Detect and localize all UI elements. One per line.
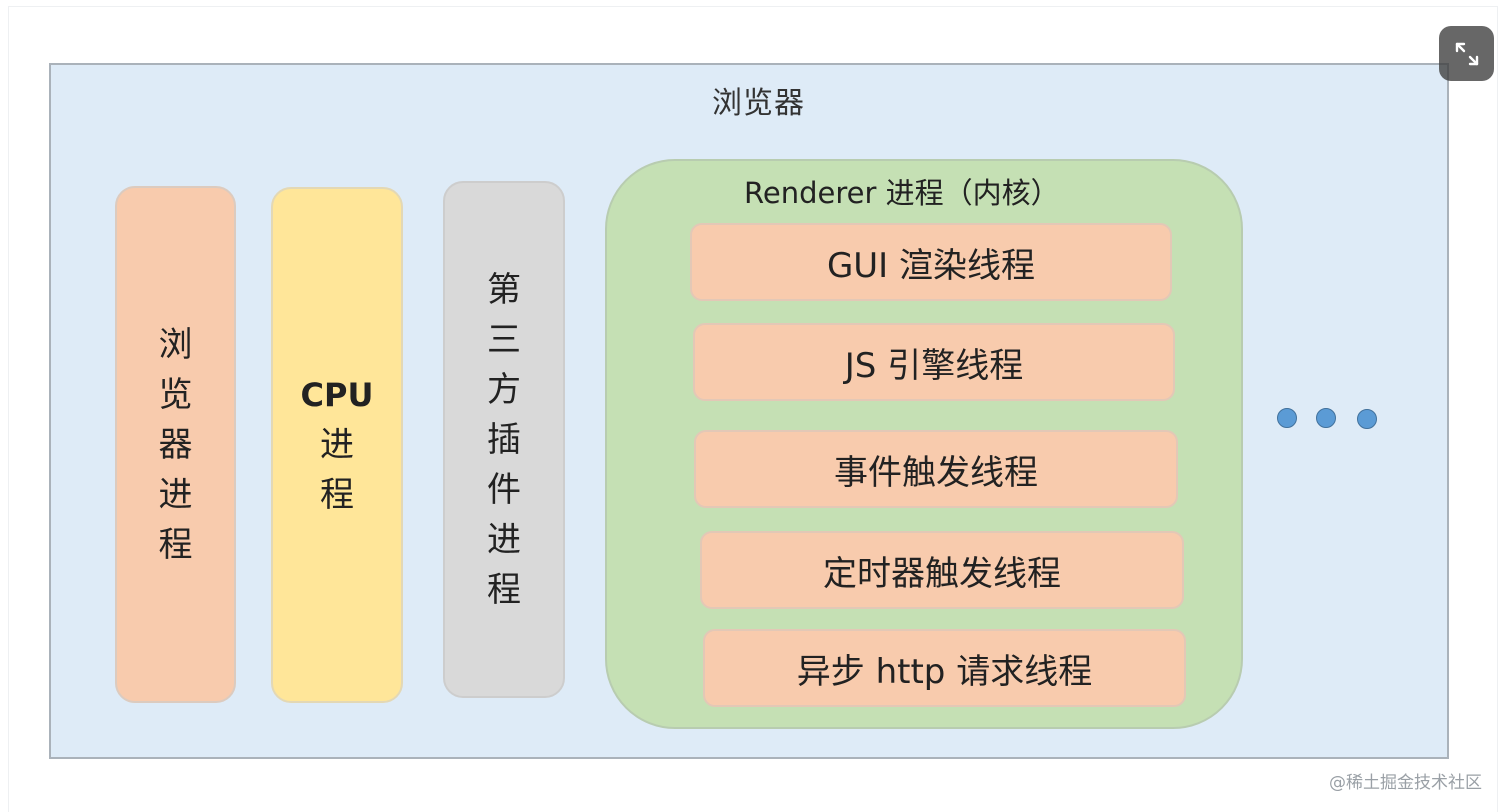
thread-async-http: 异步 http 请求线程 bbox=[703, 629, 1186, 707]
browser-process-char: 览 bbox=[158, 374, 193, 415]
thread-event-trigger: 事件触发线程 bbox=[694, 430, 1178, 508]
browser-title: 浏览器 bbox=[712, 86, 805, 121]
cpu-process-char: 程 bbox=[320, 475, 354, 515]
plugin-process-box: 第 三 方 插 件 进 程 bbox=[443, 181, 565, 698]
plugin-process-char: 程 bbox=[487, 569, 521, 610]
cpu-process-box: CPU 进 程 bbox=[271, 187, 403, 703]
ellipsis-dot-icon bbox=[1277, 408, 1297, 428]
plugin-process-char: 三 bbox=[487, 319, 521, 360]
expand-button[interactable] bbox=[1439, 26, 1494, 81]
thread-timer-trigger: 定时器触发线程 bbox=[700, 531, 1184, 609]
browser-process-char: 程 bbox=[158, 524, 193, 565]
thread-gui-render: GUI 渲染线程 bbox=[690, 223, 1172, 301]
plugin-process-char: 第 bbox=[487, 269, 521, 310]
ellipsis-dot-icon bbox=[1357, 409, 1377, 429]
plugin-process-char: 插 bbox=[487, 419, 521, 460]
thread-js-engine: JS 引擎线程 bbox=[693, 323, 1175, 401]
plugin-process-char: 方 bbox=[487, 369, 521, 410]
browser-process-box: 浏 览 器 进 程 bbox=[115, 186, 236, 703]
expand-icon bbox=[1455, 42, 1478, 65]
browser-process-char: 浏 bbox=[158, 324, 193, 365]
ellipsis-dot-icon bbox=[1316, 408, 1336, 428]
renderer-title: Renderer 进程（内核） bbox=[744, 176, 1060, 210]
image-frame bbox=[8, 6, 1498, 812]
cpu-process-char: 进 bbox=[320, 425, 354, 465]
plugin-process-char: 进 bbox=[487, 519, 521, 560]
cpu-process-head: CPU bbox=[300, 376, 374, 414]
watermark: @稀土掘金技术社区 bbox=[1329, 773, 1482, 793]
browser-process-char: 进 bbox=[158, 474, 193, 515]
plugin-process-char: 件 bbox=[487, 469, 521, 510]
browser-process-char: 器 bbox=[158, 424, 193, 465]
